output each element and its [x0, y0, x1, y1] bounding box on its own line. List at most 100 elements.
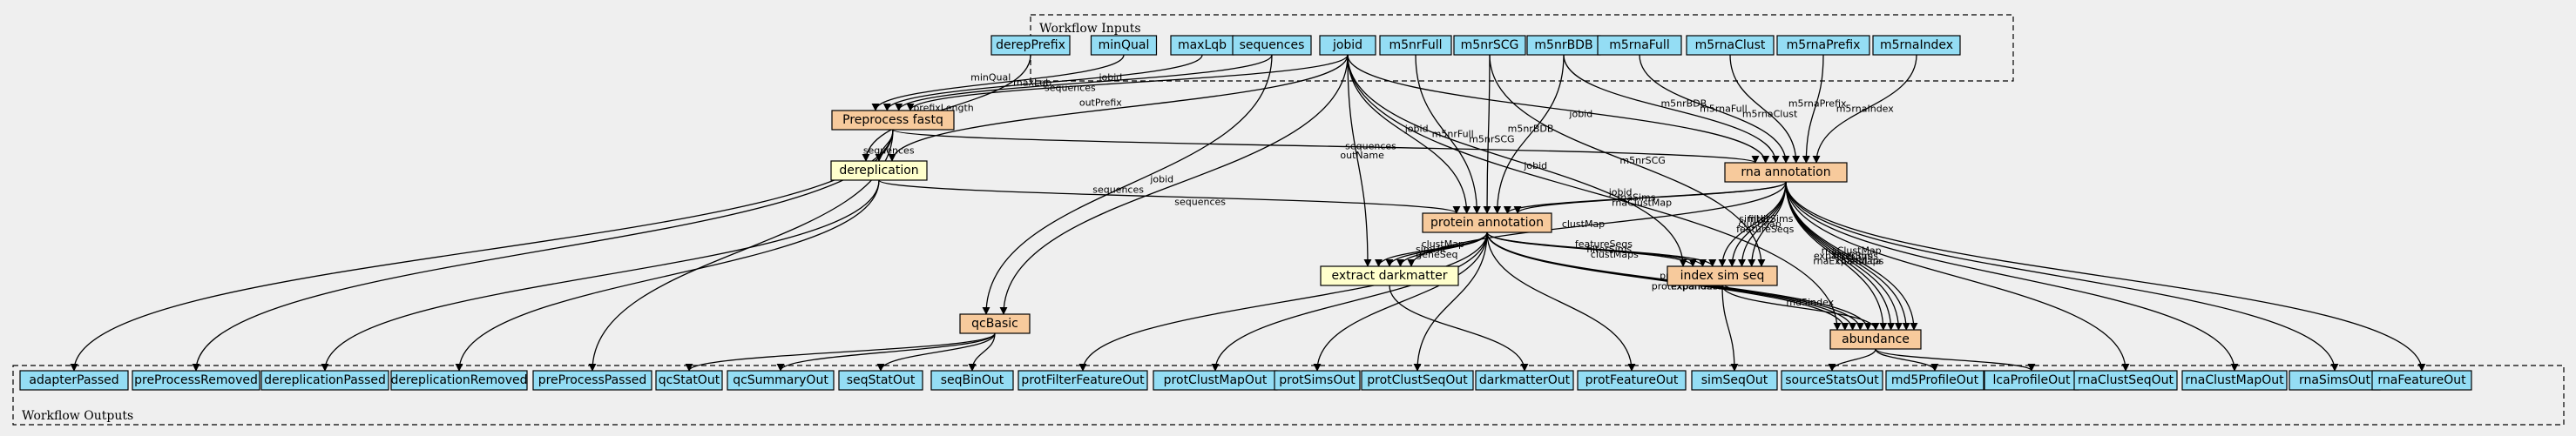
edge-line [776, 332, 996, 372]
node-m5nrFull[interactable]: m5nrFull [1379, 35, 1452, 56]
node-label: abundance [1842, 332, 1910, 346]
node-label: dereplication [839, 164, 918, 178]
node-sequences[interactable]: sequences [1232, 35, 1312, 56]
edge-line [1078, 231, 1488, 372]
node-darkmatter[interactable]: extract darkmatter [1320, 265, 1459, 286]
node-protFilterFeatureOut[interactable]: protFilterFeatureOut [1018, 370, 1148, 391]
edge-abundance-to-md5ProfileOut [1875, 348, 1939, 372]
node-protSimsOut[interactable]: protSimsOut [1274, 370, 1361, 391]
edge-sequences-to-qcbasic: sequences [982, 54, 1273, 315]
edge-label: jobid [1404, 124, 1429, 135]
edge-indexsim-to-abundance: md5index [1721, 285, 1880, 331]
node-m5nrSCG[interactable]: m5nrSCG [1453, 35, 1526, 56]
node-sourceStatsOut[interactable]: sourceStatsOut [1781, 370, 1883, 391]
edge-dereplication-to-dereplicationPassed [321, 179, 880, 372]
node-m5rnaFull[interactable]: m5rnaFull [1597, 35, 1682, 56]
node-seqBinOut[interactable]: seqBinOut [930, 370, 1014, 391]
edge-line [1639, 54, 1790, 164]
node-box [1090, 35, 1158, 56]
edge-preprocess-to-preProcessRemoved [192, 129, 894, 372]
edge-line [1347, 54, 1471, 214]
node-box [1577, 370, 1687, 391]
node-rnaFeatureOut[interactable]: rnaFeatureOut [2371, 370, 2472, 391]
node-protClustSeqOut[interactable]: protClustSeqOut [1361, 370, 1474, 391]
node-label: rnaSimsOut [2299, 373, 2371, 387]
edge-line [906, 54, 1349, 111]
node-box [1781, 370, 1883, 391]
edge-rna-to-rnaSimsOut [1785, 181, 2339, 372]
edge-m5nrSCG-to-indexsim: m5nrSCG [1489, 54, 1766, 267]
edge-label: outName [1340, 150, 1384, 161]
node-label: m5rnaFull [1609, 38, 1669, 52]
edge-protein-to-protFilterFeatureOut [1078, 231, 1488, 372]
edge-label: sequences [1092, 184, 1144, 196]
node-rna[interactable]: rna annotation [1724, 162, 1848, 183]
node-qcbasic[interactable]: qcBasic [959, 313, 1031, 334]
node-label: dereplicationPassed [264, 373, 386, 387]
edge-line [455, 179, 880, 372]
edge-protein-to-protClustMapOut [1211, 231, 1488, 372]
node-md5ProfileOut[interactable]: md5ProfileOut [1885, 370, 1984, 391]
node-box [1018, 370, 1148, 391]
node-m5nrBDB[interactable]: m5nrBDB [1526, 35, 1601, 56]
node-indexsim[interactable]: index sim seq [1667, 265, 1778, 286]
node-box [1361, 370, 1474, 391]
node-box [831, 110, 955, 131]
edge-label: sequences [1174, 197, 1226, 208]
node-box [1667, 265, 1778, 286]
node-box [838, 370, 923, 391]
node-abundance[interactable]: abundance [1829, 329, 1922, 350]
edge-line [1729, 54, 1801, 164]
node-box [1274, 370, 1361, 391]
edge-minQual-to-preprocess: minQual [871, 54, 1125, 111]
node-m5rnaPrefix[interactable]: m5rnaPrefix [1776, 35, 1870, 56]
node-protein[interactable]: protein annotation [1422, 212, 1552, 233]
edge-line [1875, 348, 2036, 372]
edge-line [1347, 54, 1687, 267]
node-box [727, 370, 835, 391]
node-jobid[interactable]: jobid [1319, 35, 1376, 56]
node-maxLqb[interactable]: maxLqb [1170, 35, 1234, 56]
node-box [132, 370, 260, 391]
node-dereplicationPassed[interactable]: dereplicationPassed [260, 370, 389, 391]
node-label: adapterPassed [29, 373, 118, 387]
edge-label: m5nrSCG [1469, 134, 1514, 145]
node-adapterPassed[interactable]: adapterPassed [19, 370, 129, 391]
edge-line [1785, 181, 1918, 331]
edge-m5nrFull-to-protein: m5nrFull [1415, 54, 1481, 214]
node-box [1885, 370, 1984, 391]
edge-line [871, 54, 1125, 111]
edge-line [1785, 181, 2339, 372]
node-dereplicationRemoved[interactable]: dereplicationRemoved [390, 370, 528, 391]
edge-label: md5index [1786, 297, 1834, 308]
edge-label: m5nrBDB [1660, 98, 1707, 110]
node-preprocess[interactable]: Preprocess fastq [831, 110, 955, 131]
edge-rna-to-rnaClustMapOut [1785, 181, 2239, 372]
node-preProcessRemoved[interactable]: preProcessRemoved [132, 370, 260, 391]
node-m5rnaClust[interactable]: m5rnaClust [1686, 35, 1775, 56]
node-preProcessPassed[interactable]: preProcessPassed [532, 370, 652, 391]
node-seqStatOut[interactable]: seqStatOut [838, 370, 923, 391]
node-qcSummaryOut[interactable]: qcSummaryOut [727, 370, 835, 391]
edge-m5nrBDB-to-rna: m5nrBDB [1563, 54, 1780, 164]
node-lcaProfileOut[interactable]: lcaProfileOut [1984, 370, 2079, 391]
node-derepPrefix[interactable]: derepPrefix [991, 35, 1071, 56]
node-qcStatOut[interactable]: qcStatOut [655, 370, 723, 391]
node-m5rnaIndex[interactable]: m5rnaIndex [1872, 35, 1961, 56]
node-darkmatterOut[interactable]: darkmatterOut [1475, 370, 1574, 391]
node-rnaClustMapOut[interactable]: rnaClustMapOut [2181, 370, 2288, 391]
edge-line [192, 129, 894, 372]
node-rnaSimsOut[interactable]: rnaSimsOut [2289, 370, 2381, 391]
node-dereplication[interactable]: dereplication [830, 160, 928, 181]
edge-line [1486, 231, 1717, 267]
node-label: lcaProfileOut [1992, 373, 2071, 387]
edge-rna-to-indexsim: filterSims [1748, 181, 1794, 267]
node-protFeatureOut[interactable]: protFeatureOut [1577, 370, 1687, 391]
node-simSeqOut[interactable]: simSeqOut [1691, 370, 1778, 391]
node-protClustMapOut[interactable]: protClustMapOut [1153, 370, 1278, 391]
node-minQual[interactable]: minQual [1090, 35, 1158, 56]
node-rnaClustSeqOut[interactable]: rnaClustSeqOut [2073, 370, 2178, 391]
edge-line [1785, 181, 2130, 372]
node-box [1724, 162, 1848, 183]
